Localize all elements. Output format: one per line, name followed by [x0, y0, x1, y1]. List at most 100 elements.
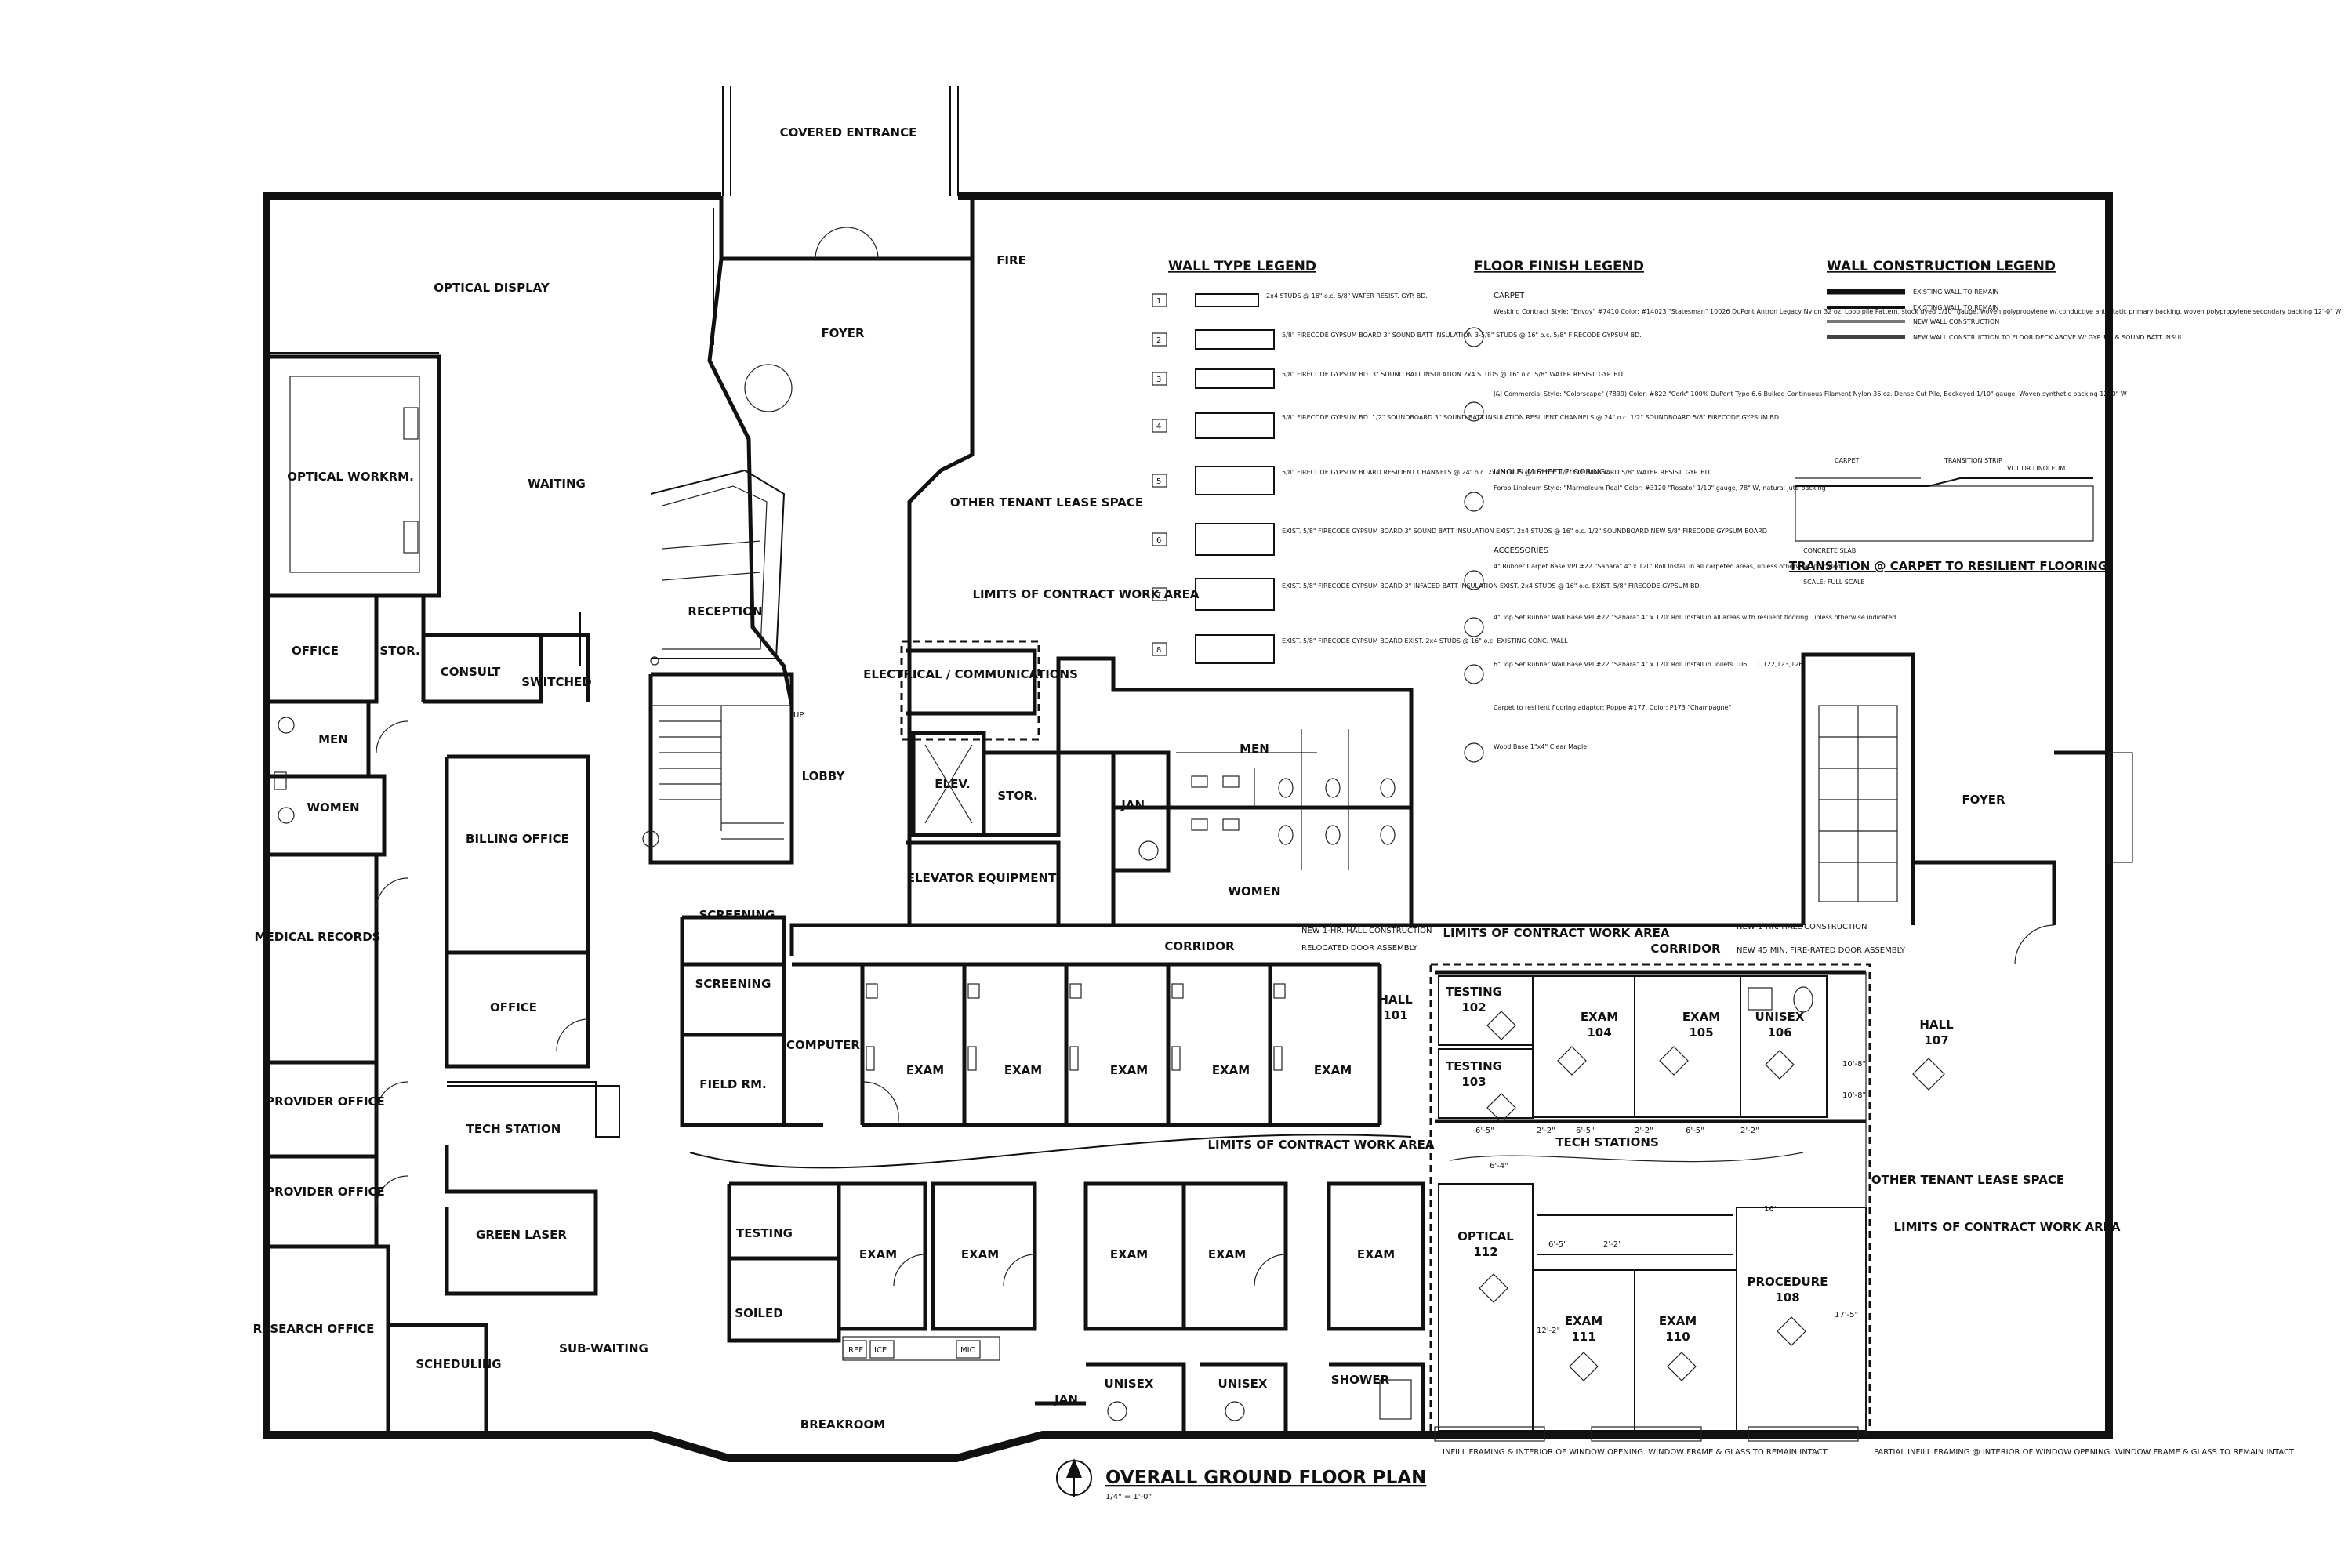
limits-label-3: LIMITS OF CONTRACT WORK AREA [1208, 1138, 1435, 1152]
hall-101-label: 101 [1383, 1008, 1407, 1022]
exam-label-110: EXAM [1659, 1314, 1697, 1328]
dim-12: 10'-8" [1842, 1060, 1866, 1069]
office-label-1: OFFICE [292, 644, 339, 658]
reception-label: RECEPTION [688, 604, 762, 619]
dim-1: 6'-5" [1475, 1127, 1494, 1135]
tech-stations-label: TECH STATIONS [1555, 1135, 1659, 1149]
acc-note-3: 6" Top Set Rubber Wall Base VPI #22 "Sah… [1494, 661, 1803, 668]
sub-waiting-label: SUB-WAITING [559, 1341, 648, 1356]
dim-2: 2'-2" [1537, 1127, 1555, 1135]
exam-111-num: 111 [1571, 1330, 1595, 1344]
plan-title: OVERALL GROUND FLOOR PLAN [1105, 1468, 1426, 1488]
south-windows [1434, 1426, 1859, 1442]
jan-short-label: JAN [1054, 1392, 1078, 1406]
wall-construction-legend: WALL CONSTRUCTION LEGEND EXISTING WALL T… [1827, 259, 2185, 341]
appliance-ice: ICE [874, 1346, 887, 1355]
dim-9: 2'-2" [1603, 1240, 1622, 1249]
exam-label-4: EXAM [1212, 1063, 1250, 1077]
electrical-label: ELECTRICAL / COMMUNICATIONS [863, 667, 1078, 681]
provider-office-label-2: PROVIDER OFFICE [266, 1185, 385, 1199]
shower-label: SHOWER [1331, 1373, 1390, 1387]
acc-note-2: 4" Top Set Rubber Wall Base VPI #22 "Sah… [1494, 614, 1896, 621]
room-labels: COVERED ENTRANCE FIRE OPTICAL DISPLAY FO… [253, 125, 2121, 1432]
office-label-2: OFFICE [490, 1000, 537, 1014]
testing-label-3: TESTING [1446, 1059, 1502, 1073]
left-rooms-walls [270, 593, 590, 1435]
svg-text:5/8" FIRECODE GYPSUM BOARD RES: 5/8" FIRECODE GYPSUM BOARD RESILIENT CHA… [1282, 469, 1711, 476]
wall-type-legend-title: WALL TYPE LEGEND [1168, 259, 1316, 274]
unisex-label-106: UNISEX [1755, 1010, 1805, 1024]
appliance-ref: REF [848, 1346, 863, 1355]
waiting-label: WAITING [528, 477, 586, 491]
accessories-heading: ACCESSORIES [1494, 546, 1548, 555]
exam-label-10: EXAM [1357, 1247, 1395, 1261]
exam-105-num: 105 [1689, 1025, 1713, 1040]
limits-label-2: LIMITS OF CONTRACT WORK AREA [1443, 926, 1670, 940]
exam-label-3: EXAM [1110, 1063, 1148, 1077]
testing-102-label: 102 [1461, 1000, 1486, 1014]
unisex-label-1: UNISEX [1105, 1377, 1154, 1391]
center-rooms-walls [445, 754, 620, 1296]
dim-7: 6'-4" [1490, 1162, 1508, 1171]
appliance-mic: MIC [960, 1346, 975, 1355]
limits-box-electrical [900, 640, 1040, 741]
svg-text:3: 3 [1156, 376, 1161, 384]
title-block: OVERALL GROUND FLOOR PLAN 1/4" = 1'-0" [1056, 1458, 1426, 1501]
svg-text:EXIST. 5/8" FIRECODE GYPSUM BO: EXIST. 5/8" FIRECODE GYPSUM BOARD 3" INF… [1282, 583, 1701, 590]
men-label-1: MEN [318, 732, 348, 746]
exam-label-105: EXAM [1682, 1010, 1720, 1024]
provider-office-label-1: PROVIDER OFFICE [266, 1094, 385, 1109]
svg-text:CONCRETE SLAB: CONCRETE SLAB [1803, 547, 1856, 554]
svg-text:2x4 STUDS @ 16" o.c. 5/8" WATE: 2x4 STUDS @ 16" o.c. 5/8" WATER RESIST. … [1266, 292, 1428, 299]
transition-detail: CARPET TRANSITION STRIP VCT OR LINOLEUM … [1789, 457, 2107, 586]
consult-label: CONSULT [441, 665, 501, 679]
unisex-106-num: 106 [1767, 1025, 1791, 1040]
tech-station-label: TECH STATION [466, 1122, 561, 1136]
unisex-label-2: UNISEX [1218, 1377, 1268, 1391]
hall-label-107: HALL [1919, 1018, 1954, 1032]
screening-label-2: SCREENING [695, 977, 771, 991]
transition-scale: SCALE: FULL SCALE [1803, 579, 1864, 586]
optical-display-label: OPTICAL DISPLAY [434, 281, 550, 295]
svg-text:5/8" FIRECODE GYPSUM BD. 1/2": 5/8" FIRECODE GYPSUM BD. 1/2" SOUNDBOARD… [1282, 414, 1781, 421]
elevator-equipment-label: ELEVATOR EQUIPMENT [907, 871, 1057, 885]
svg-text:5/8" FIRECODE GYPSUM BD. 3" SO: 5/8" FIRECODE GYPSUM BD. 3" SOUND BATT I… [1282, 371, 1624, 378]
linoleum-note: Forbo Linoleum Style: "Marmoleum Real" C… [1494, 485, 1826, 492]
wall-type-rows: 1 2x4 STUDS @ 16" o.c. 5/8" WATER RESIST.… [1152, 292, 1781, 664]
floor-finish-legend: FLOOR FINISH LEGEND CARPET Weskind Contr… [1464, 259, 2341, 763]
dim-14: 16' [1764, 1205, 1776, 1214]
procedure-label: PROCEDURE [1748, 1275, 1828, 1289]
computer-label: COMPUTER [786, 1038, 860, 1052]
wc-item-2: EXISTING WALL TO REMAIN [1913, 304, 1998, 311]
elev-label: ELEV. [935, 777, 970, 791]
stor-label-2: STOR. [997, 789, 1037, 803]
lobby-label: LOBBY [802, 769, 846, 783]
hall-107-num: 107 [1924, 1033, 1948, 1047]
soiled-label: SOILED [735, 1306, 782, 1320]
svg-text:7: 7 [1156, 591, 1161, 600]
dim-13: 10'-8" [1842, 1091, 1866, 1100]
dim-3: 6'-5" [1576, 1127, 1595, 1135]
exam-label-1: EXAM [906, 1063, 944, 1077]
svg-text:1: 1 [1156, 297, 1161, 306]
exam-110-num: 110 [1665, 1330, 1690, 1344]
breakroom-label: BREAKROOM [800, 1417, 885, 1432]
infill-right-note: PARTIAL INFILL FRAMING @ INTERIOR OF WIN… [1874, 1448, 2295, 1457]
dim-11: 17'-5" [1835, 1311, 1858, 1319]
exam-label-111: EXAM [1565, 1314, 1602, 1328]
wc-item-1: EXISTING WALL TO REMAIN [1913, 289, 1998, 296]
testing-label-2: TESTING [1446, 985, 1502, 999]
relocated-door-note: RELOCATED DOOR ASSEMBLY [1301, 944, 1418, 953]
exam-104-num: 104 [1587, 1025, 1611, 1040]
limits-label-4: LIMITS OF CONTRACT WORK AREA [1894, 1220, 2121, 1234]
foyer-label-2: FOYER [1962, 793, 2005, 807]
research-office-label: RESEARCH OFFICE [253, 1322, 375, 1336]
svg-text:5/8" FIRECODE GYPSUM BOARD 3": 5/8" FIRECODE GYPSUM BOARD 3" SOUND BATT… [1282, 332, 1642, 339]
dim-6: 2'-2" [1740, 1127, 1759, 1135]
hall-label-1: HALL [1378, 993, 1413, 1007]
men-label-2: MEN [1240, 742, 1269, 756]
testing-label-1: TESTING [736, 1226, 793, 1240]
exam-label-9: EXAM [1208, 1247, 1246, 1261]
exam-label-2: EXAM [1004, 1063, 1042, 1077]
svg-text:4: 4 [1156, 423, 1161, 431]
